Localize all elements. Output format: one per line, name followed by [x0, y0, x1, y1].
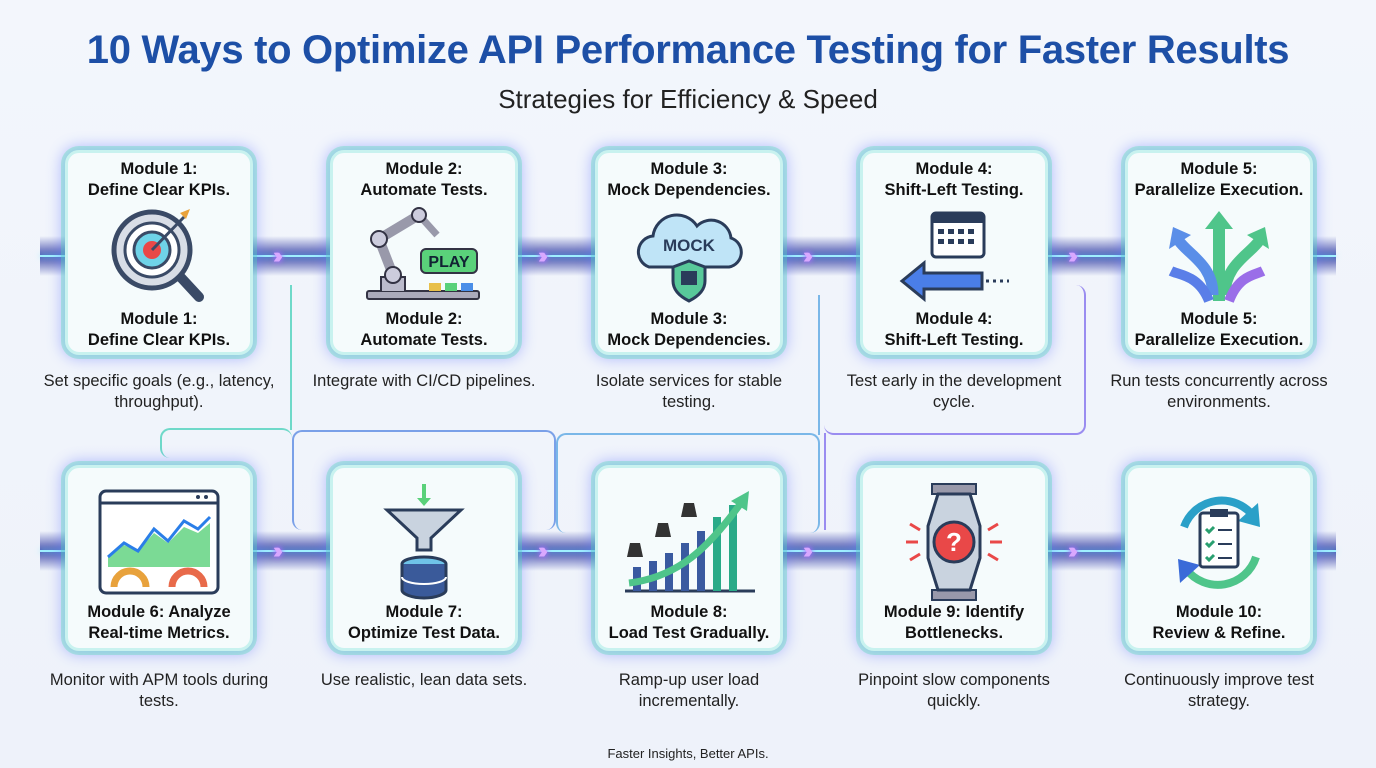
target-magnifier-icon — [68, 201, 250, 309]
module-title: Module 6: Analyze Real-time Metrics. — [87, 603, 231, 642]
module-description: Continuously improve test strategy. — [1124, 671, 1314, 710]
module-description: Set specific goals (e.g., latency, throu… — [43, 372, 275, 411]
robot-arm-play-icon: PLAY — [333, 201, 515, 309]
module-description: Test early in the development cycle. — [846, 372, 1062, 411]
pipe-question-icon: ? — [863, 482, 1045, 602]
cycle-clipboard-icon — [1128, 482, 1310, 602]
module-card-7: Module 7:Optimize Test Data. — [330, 465, 518, 651]
module-description: Integrate with CI/CD pipelines. — [312, 372, 536, 390]
svg-text:PLAY: PLAY — [428, 254, 470, 271]
module-card-9: ? Module 9: Identify Bottlenecks. — [860, 465, 1048, 651]
flow-line — [824, 433, 826, 530]
module-title-repeat: Module 1:Define Clear KPIs. — [87, 310, 231, 349]
footer-tagline: Faster Insights, Better APIs. — [607, 746, 769, 761]
module-card-6: Module 6: Analyze Real-time Metrics. — [65, 465, 253, 651]
module-card-5: Module 5:Parallelize Execution. Module 5:… — [1125, 150, 1313, 355]
funnel-database-icon — [333, 482, 515, 602]
chevron-arrow-icon: ››› — [1068, 538, 1078, 563]
module-description: Ramp-up user load incrementally. — [618, 671, 760, 710]
chevron-arrow-icon: ››› — [803, 243, 813, 268]
module-card-4: Module 4:Shift-Left Testing. Module 4:Shi… — [860, 150, 1048, 355]
module-card-10: Module 10:Review & Refine. — [1125, 465, 1313, 651]
flow-line — [160, 428, 292, 458]
module-card-3: Module 3:Mock Dependencies. MOCK Module 3:… — [595, 150, 783, 355]
module-description: Run tests concurrently across environmen… — [1110, 372, 1328, 411]
module-title: Module 3:Mock Dependencies. — [607, 160, 771, 199]
flow-line — [292, 430, 556, 530]
svg-text:MOCK: MOCK — [663, 236, 716, 255]
weights-rising-chart-icon — [598, 482, 780, 602]
chevron-arrow-icon: ››› — [803, 538, 813, 563]
chevron-arrow-icon: ››› — [273, 243, 283, 268]
chevron-arrow-icon: ››› — [538, 243, 548, 268]
module-card-8: Module 8:Load Test Gradually. — [595, 465, 783, 651]
module-title: Module 7:Optimize Test Data. — [348, 603, 500, 642]
module-title: Module 10:Review & Refine. — [1152, 603, 1286, 642]
module-title: Module 8:Load Test Gradually. — [608, 603, 770, 642]
module-title: Module 4:Shift-Left Testing. — [884, 160, 1024, 199]
module-title: Module 9: Identify Bottlenecks. — [883, 603, 1025, 642]
module-description: Pinpoint slow components quickly. — [858, 671, 1050, 710]
module-description: Monitor with APM tools during tests. — [49, 671, 269, 710]
module-title: Module 2:Automate Tests. — [360, 160, 488, 199]
svg-text:?: ? — [946, 527, 962, 557]
module-description: Use realistic, lean data sets. — [320, 671, 528, 689]
module-title-repeat: Module 4:Shift-Left Testing. — [884, 310, 1024, 349]
split-arrows-icon — [1128, 201, 1310, 309]
module-card-1: Module 1:Define Clear KPIs. Module 1:Defi… — [65, 150, 253, 355]
chevron-arrow-icon: ››› — [538, 538, 548, 563]
dashboard-gauges-icon — [68, 482, 250, 602]
chevron-arrow-icon: ››› — [1068, 243, 1078, 268]
flow-line — [824, 285, 1086, 435]
flow-line — [556, 295, 820, 435]
module-title-repeat: Module 3:Mock Dependencies. — [607, 310, 771, 349]
flow-line — [556, 433, 820, 533]
module-card-2: Module 2:Automate Tests. PLAY Module 2:Aut… — [330, 150, 518, 355]
module-title-repeat: Module 2:Automate Tests. — [360, 310, 488, 349]
page-title: 10 Ways to Optimize API Performance Test… — [86, 28, 1290, 72]
module-title: Module 1:Define Clear KPIs. — [87, 160, 231, 199]
module-description: Isolate services for stable testing. — [595, 372, 783, 411]
chevron-arrow-icon: ››› — [273, 538, 283, 563]
mock-cloud-shield-icon: MOCK — [598, 201, 780, 309]
module-title: Module 5:Parallelize Execution. — [1134, 160, 1304, 199]
flow-line — [290, 285, 292, 430]
module-title-repeat: Module 5:Parallelize Execution. — [1134, 310, 1304, 349]
page-subtitle: Strategies for Efficiency & Speed — [498, 84, 878, 114]
calendar-left-arrow-icon — [863, 201, 1045, 309]
